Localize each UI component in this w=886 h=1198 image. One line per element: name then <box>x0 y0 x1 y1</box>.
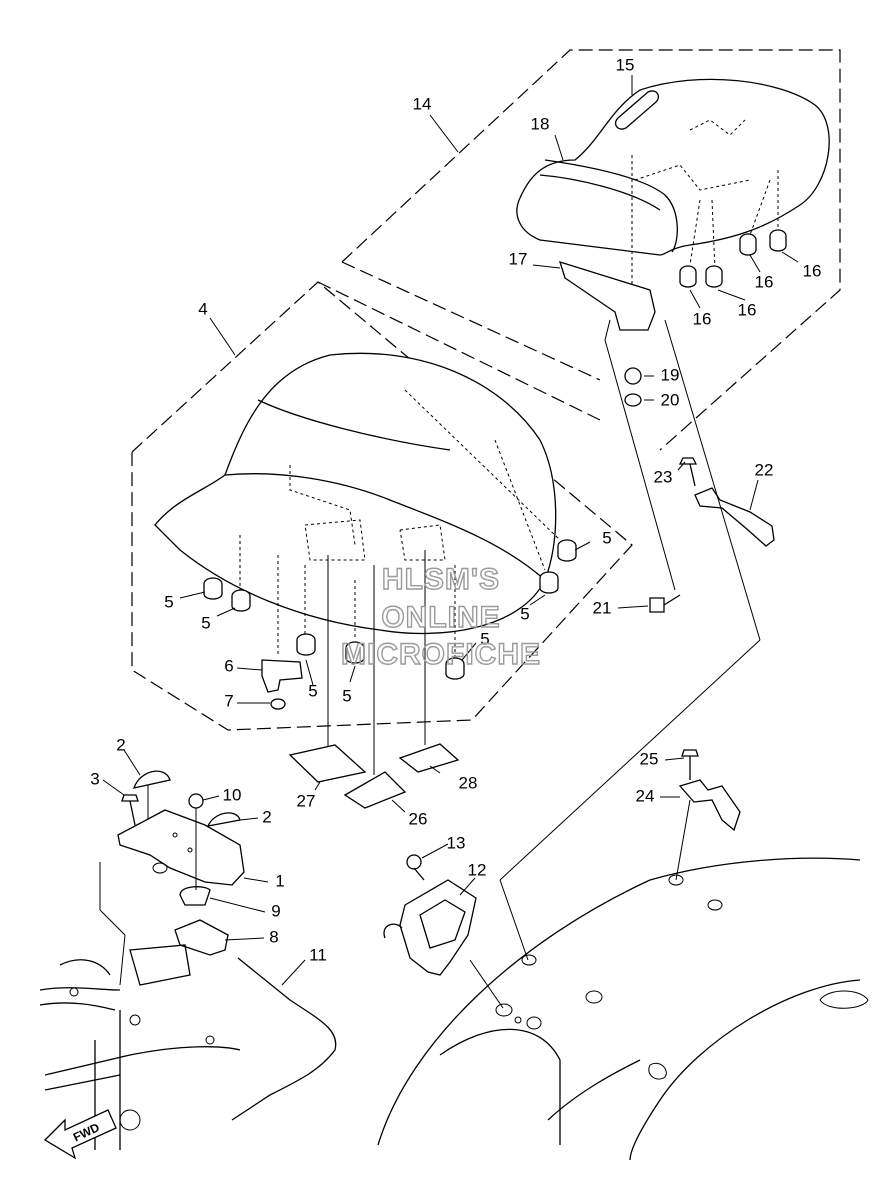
label-28 <box>398 743 460 773</box>
callout-5e: 5 <box>308 681 317 700</box>
callout-7: 7 <box>224 691 233 710</box>
washer-20 <box>624 393 642 407</box>
callout-2b: 2 <box>262 807 271 826</box>
callout-17: 17 <box>509 249 528 268</box>
nut-7 <box>270 698 286 710</box>
callout-18: 18 <box>531 114 550 133</box>
callout-5a: 5 <box>602 528 611 547</box>
callout-15: 15 <box>616 55 635 74</box>
front-hardware <box>99 770 337 1121</box>
callout-27: 27 <box>297 791 316 810</box>
bolt-21 <box>649 597 665 613</box>
callout-5c: 5 <box>480 629 489 648</box>
leader-lines <box>102 75 799 986</box>
bracket-22 <box>694 487 775 547</box>
nut-10 <box>188 793 204 809</box>
front-seat-bracket <box>261 659 303 693</box>
callout-9: 9 <box>271 901 280 920</box>
callout-23: 23 <box>654 467 673 486</box>
callout-28: 28 <box>459 773 478 792</box>
frame <box>39 944 241 1150</box>
callout-20: 20 <box>661 390 680 409</box>
front-seat <box>154 352 557 635</box>
fwd-direction-arrow: FWD <box>43 1109 117 1160</box>
watermark: HLSM'S ONLINE MICROFICHE <box>340 562 541 671</box>
callout-16a: 16 <box>693 309 712 328</box>
callout-3: 3 <box>90 769 99 788</box>
callout-2a: 2 <box>116 735 125 754</box>
callout-19: 19 <box>661 365 680 384</box>
damper-19 <box>624 367 642 385</box>
callout-4: 4 <box>198 299 207 318</box>
callout-8: 8 <box>269 927 278 946</box>
callout-1: 1 <box>275 871 284 890</box>
label-26 <box>343 771 407 809</box>
callout-21: 21 <box>593 598 612 617</box>
callout-11: 11 <box>309 945 327 964</box>
seat-dampers-16 <box>679 229 787 288</box>
bracket-8 <box>174 919 229 956</box>
callout-6: 6 <box>224 656 233 675</box>
cushion-2b <box>206 812 241 827</box>
seat-lock-assembly <box>399 879 477 976</box>
callout-16c: 16 <box>755 272 774 291</box>
callout-25: 25 <box>640 749 659 768</box>
rear-seat <box>516 78 830 256</box>
callout-5f: 5 <box>164 592 173 611</box>
seat-bracket-1 <box>117 809 245 886</box>
plate-9 <box>179 886 211 906</box>
rear-fender <box>377 857 869 1161</box>
front-seat-group <box>131 281 633 809</box>
rear-hardware <box>499 319 775 961</box>
callout-14: 14 <box>413 94 432 113</box>
callout-numbers: 15 18 14 17 16 16 16 16 19 20 4 23 22 5 … <box>90 55 821 964</box>
callout-12: 12 <box>468 860 487 879</box>
callout-16d: 16 <box>803 261 822 280</box>
callout-22: 22 <box>755 460 774 479</box>
callout-5b: 5 <box>520 604 529 623</box>
cable-11 <box>231 957 337 1121</box>
grab-strap <box>614 90 660 130</box>
callout-24: 24 <box>636 786 655 805</box>
cushion-2a <box>133 770 171 789</box>
callout-26: 26 <box>409 809 428 828</box>
rear-seat-group <box>341 49 841 451</box>
bracket-24 <box>678 779 741 832</box>
watermark-line-1: HLSM'S <box>382 563 500 596</box>
callout-5g: 5 <box>201 613 210 632</box>
callout-13: 13 <box>447 833 466 852</box>
rear-seat-bracket <box>559 261 656 331</box>
watermark-line-3: MICROFICHE <box>341 638 541 671</box>
seat-lock <box>383 854 504 1009</box>
watermark-line-2: ONLINE <box>381 601 500 634</box>
seat-dampers-5 <box>203 539 577 680</box>
label-27 <box>288 744 367 783</box>
callout-10: 10 <box>223 785 242 804</box>
callout-5d: 5 <box>342 686 351 705</box>
callout-16b: 16 <box>738 300 757 319</box>
